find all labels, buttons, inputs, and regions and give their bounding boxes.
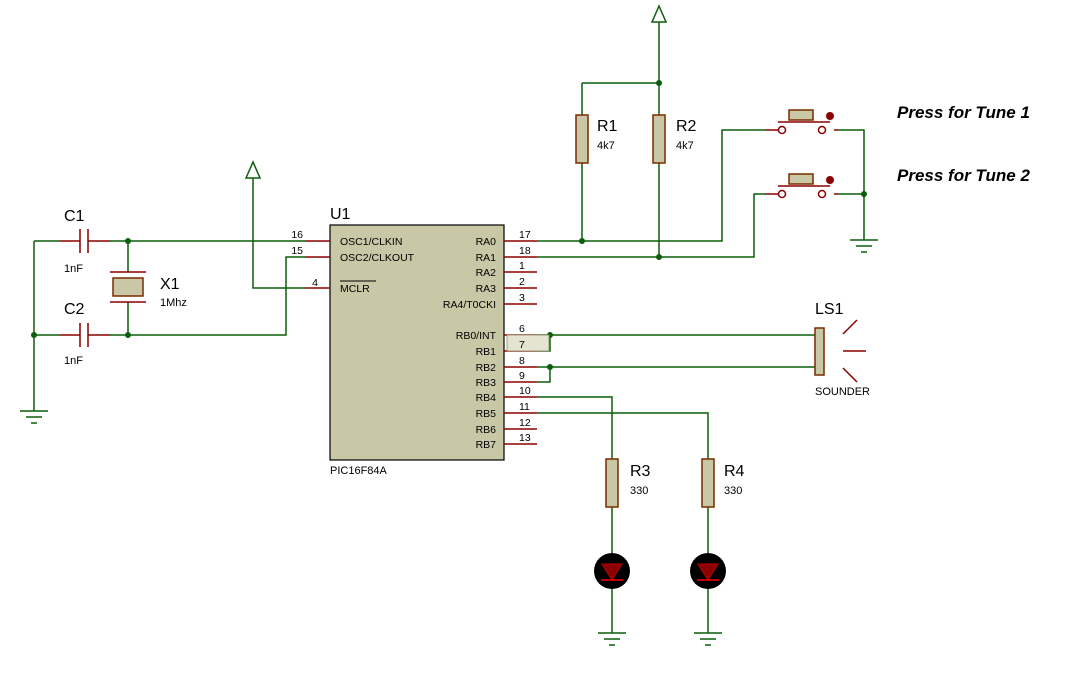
pin-label-ra0: RA0 <box>476 236 497 248</box>
pin-num-16: 16 <box>291 229 303 241</box>
r4-value: 330 <box>724 485 742 497</box>
pin-num-2: 2 <box>519 276 525 288</box>
ground-led2 <box>694 632 722 646</box>
crystal-x1 <box>110 271 146 303</box>
mcu-ref: U1 <box>330 206 351 223</box>
pin-num-17: 17 <box>519 229 531 241</box>
r2-value: 4k7 <box>676 140 694 152</box>
capacitor-c1 <box>60 229 110 253</box>
ground-led1 <box>598 632 626 646</box>
r4-ref: R4 <box>724 463 745 480</box>
led-1 <box>594 553 630 589</box>
pin-label-rb7: RB7 <box>476 439 497 451</box>
r3-ref: R3 <box>630 463 651 480</box>
pin-num-8: 8 <box>519 355 525 367</box>
junction-dots <box>31 80 867 370</box>
capacitor-c2 <box>60 323 110 347</box>
wires <box>33 22 865 633</box>
pin-num-3: 3 <box>519 292 525 304</box>
c2-ref: C2 <box>64 301 85 318</box>
c1-ref: C1 <box>64 208 85 225</box>
r1-value: 4k7 <box>597 140 615 152</box>
power-terminal-mclr <box>244 160 262 179</box>
pin-num-18: 18 <box>519 245 531 257</box>
pin-label-osc1: OSC1/CLKIN <box>340 236 402 248</box>
ground-switches <box>850 239 878 253</box>
c1-value: 1nF <box>64 263 83 275</box>
mcu-u1 <box>305 224 550 461</box>
resistor-r1 <box>575 114 589 164</box>
pin-label-rb0: RB0/INT <box>456 330 497 342</box>
note-tune2: Press for Tune 2 <box>897 166 1030 185</box>
pin-label-osc2: OSC2/CLKOUT <box>340 252 415 264</box>
resistor-r4 <box>701 458 715 508</box>
led-2 <box>690 553 726 589</box>
r3-value: 330 <box>630 485 648 497</box>
pin-label-ra2: RA2 <box>476 267 497 279</box>
pin-num-10: 10 <box>519 385 531 397</box>
pin-num-4: 4 <box>312 277 318 289</box>
power-terminal-top <box>650 4 668 23</box>
resistor-r2 <box>652 114 666 164</box>
pin-label-ra4: RA4/T0CKI <box>443 299 496 311</box>
ls1-ref: LS1 <box>815 301 844 318</box>
r1-ref: R1 <box>597 118 618 135</box>
pushbutton-tune1[interactable] <box>765 109 838 135</box>
sounder-ls1 <box>814 319 866 383</box>
pin-num-13: 13 <box>519 432 531 444</box>
pin-label-rb2: RB2 <box>476 362 497 374</box>
mcu-part: PIC16F84A <box>330 465 388 477</box>
pin-label-rb6: RB6 <box>476 424 497 436</box>
pin-num-15: 15 <box>291 245 303 257</box>
note-tune1: Press for Tune 1 <box>897 103 1030 122</box>
c2-value: 1nF <box>64 355 83 367</box>
resistor-r3 <box>605 458 619 508</box>
ground-left <box>20 410 48 424</box>
pin-label-ra3: RA3 <box>476 283 497 295</box>
pin-label-mclr: MCLR <box>340 283 370 295</box>
pin-label-ra1: RA1 <box>476 252 497 264</box>
pin-label-rb3: RB3 <box>476 377 497 389</box>
pin-num-12: 12 <box>519 417 531 429</box>
pin-num-6: 6 <box>519 323 525 335</box>
pin-label-rb4: RB4 <box>476 392 497 404</box>
x1-value: 1Mhz <box>160 297 187 309</box>
pushbutton-tune2[interactable] <box>765 173 838 199</box>
pin-label-rb1: RB1 <box>476 346 497 358</box>
ls1-value: SOUNDER <box>815 386 870 398</box>
x1-ref: X1 <box>160 276 180 293</box>
pin-label-rb5: RB5 <box>476 408 497 420</box>
pin-num-9: 9 <box>519 370 525 382</box>
pin-num-11: 11 <box>519 401 530 413</box>
pin-num-1: 1 <box>519 260 525 272</box>
r2-ref: R2 <box>676 118 697 135</box>
pin-num-7: 7 <box>519 339 525 351</box>
